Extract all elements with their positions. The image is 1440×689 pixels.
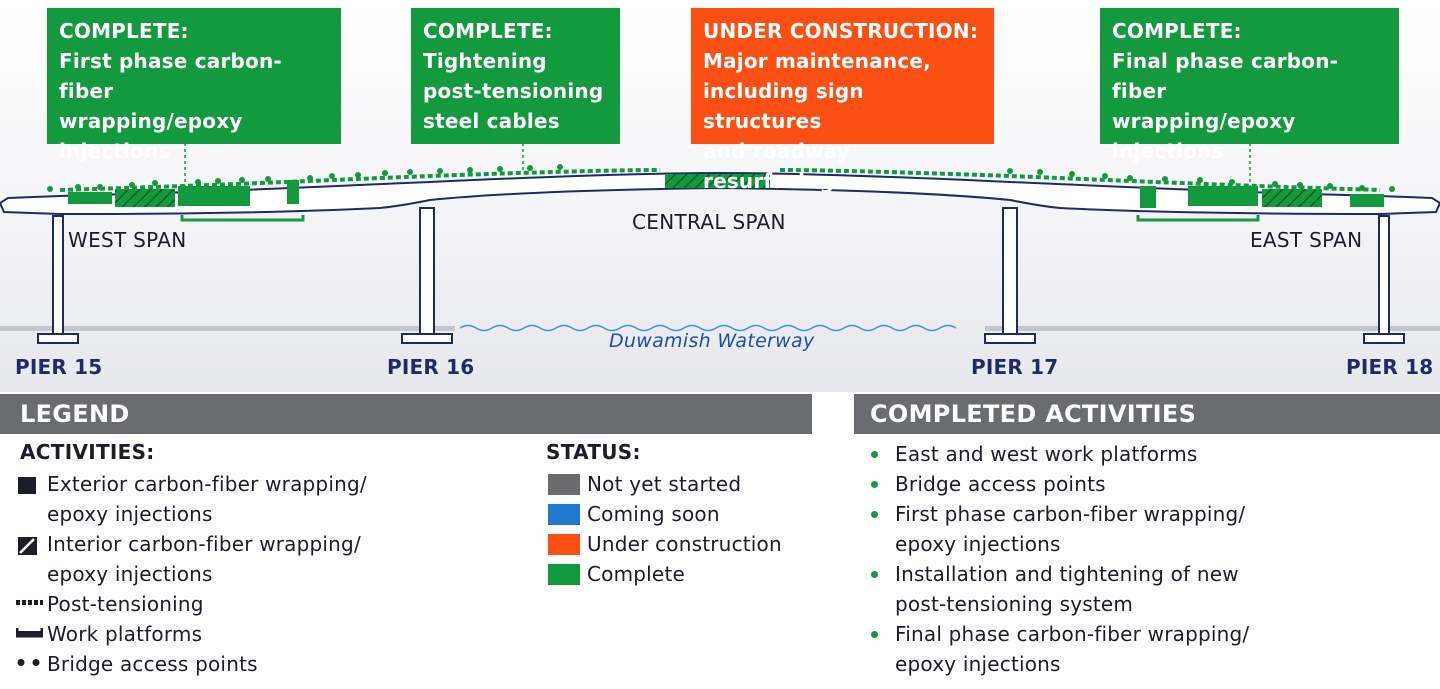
status-heading: STATUS: [546, 440, 641, 464]
status-coming-soon: Coming soon [587, 502, 720, 526]
status-under-construction: Under construction [587, 532, 782, 556]
callout-text: injections [1112, 139, 1224, 163]
completed-item-3-line1: First phase carbon-fiber wrapping/ [895, 502, 1246, 526]
activity-interior-line2: epoxy injections [47, 562, 213, 586]
west-exterior-segment-3 [287, 180, 299, 204]
completed-item-2: Bridge access points [895, 472, 1106, 496]
activity-work-platforms: Work platforms [47, 622, 203, 646]
legend-header: LEGEND [0, 394, 812, 434]
ground-east [985, 326, 1440, 331]
pier-columns [37, 207, 1405, 344]
callout-status: COMPLETE: [1112, 19, 1242, 43]
bullet-icon [871, 571, 878, 578]
completed-item-1: East and west work platforms [895, 442, 1198, 466]
status-swatch-not-started [548, 474, 580, 495]
completed-item-3-line2: epoxy injections [895, 532, 1061, 556]
central-roadway-segment [665, 174, 770, 188]
east-exterior-segment [1140, 186, 1156, 208]
pier-18-label: PIER 18 [1346, 355, 1434, 379]
callout-text: post-tensioning [423, 79, 604, 103]
completed-item-5-line1: Final phase carbon-fiber wrapping/ [895, 622, 1250, 646]
completed-activities-header: COMPLETED ACTIVITIES [854, 394, 1440, 434]
status-complete: Complete [587, 562, 685, 586]
water-waves [459, 324, 957, 332]
ground-west [0, 326, 455, 331]
activity-access-points: Bridge access points [47, 652, 258, 676]
bullet-icon [871, 451, 878, 458]
east-span-label: EAST SPAN [1250, 228, 1363, 252]
activity-exterior-line1: Exterior carbon-fiber wrapping/ [47, 472, 367, 496]
callout-text: First phase carbon-fiber [59, 49, 282, 103]
west-exterior-segment-2 [178, 186, 250, 206]
activity-exterior-line2: epoxy injections [47, 502, 213, 526]
west-interior-segment [115, 189, 175, 207]
callout-text: including sign structures [703, 79, 864, 133]
east-exterior-segment-3 [1350, 194, 1384, 207]
bullet-icon [871, 481, 878, 488]
west-exterior-segment [68, 192, 112, 204]
callout-under-construction: UNDER CONSTRUCTION: Major maintenance, i… [691, 8, 994, 193]
west-span-label: WEST SPAN [68, 228, 187, 252]
callout-status: UNDER CONSTRUCTION: [703, 19, 979, 43]
callout-first-phase: COMPLETE: First phase carbon-fiber wrapp… [47, 8, 341, 163]
callout-text: wrapping/epoxy [1112, 109, 1296, 133]
legend-background [0, 392, 1440, 689]
pier-15-label: PIER 15 [15, 355, 103, 379]
bullet-icon [871, 511, 878, 518]
post-tensioning-east [779, 168, 1381, 192]
completed-item-4-line2: post-tensioning system [895, 592, 1134, 616]
activity-post-tensioning: Post-tensioning [47, 592, 204, 616]
activity-interior-line1: Interior carbon-fiber wrapping/ [47, 532, 361, 556]
status-swatch-coming-soon [548, 504, 580, 525]
status-swatch-under-construction [548, 534, 580, 555]
east-interior-segment [1262, 189, 1322, 207]
callout-text: and roadway resurfacing [703, 139, 851, 193]
central-span-label: CENTRAL SPAN [632, 210, 786, 234]
platform-icon [16, 628, 43, 638]
callout-status: COMPLETE: [59, 19, 189, 43]
callout-status: COMPLETE: [423, 19, 553, 43]
callout-text: Major maintenance, [703, 49, 931, 73]
work-platforms [180, 215, 1260, 222]
callout-text: Tightening [423, 49, 547, 73]
callout-text: Final phase carbon-fiber [1112, 49, 1339, 103]
callout-text: wrapping/epoxy [59, 109, 243, 133]
callout-leaders [184, 143, 1251, 186]
completed-item-5-line2: epoxy injections [895, 652, 1061, 676]
status-swatch-complete [548, 564, 580, 585]
pier-16-label: PIER 16 [387, 355, 475, 379]
bridge-deck [0, 171, 1440, 216]
callout-text: steel cables [423, 109, 560, 133]
access-points [47, 164, 1395, 192]
callout-tightening: COMPLETE: Tightening post-tensioning ste… [411, 8, 620, 144]
callout-final-phase: COMPLETE: Final phase carbon-fiber wrapp… [1100, 8, 1399, 163]
status-not-started: Not yet started [587, 472, 742, 496]
pier-17-label: PIER 17 [971, 355, 1059, 379]
post-tensioning-west [59, 168, 661, 192]
bridge-diagram [0, 143, 1440, 344]
waterway-label: Duwamish Waterway [609, 330, 815, 352]
dots-icon [17, 659, 40, 666]
callout-text: injections [59, 139, 171, 163]
dashed-line-icon [16, 600, 43, 605]
hatched-square-icon [18, 537, 37, 555]
bullet-icon [871, 631, 878, 638]
activities-heading: ACTIVITIES: [20, 440, 155, 464]
filled-square-icon [18, 477, 36, 494]
completed-item-4-line1: Installation and tightening of new [895, 562, 1239, 586]
east-exterior-segment-2 [1188, 186, 1258, 206]
